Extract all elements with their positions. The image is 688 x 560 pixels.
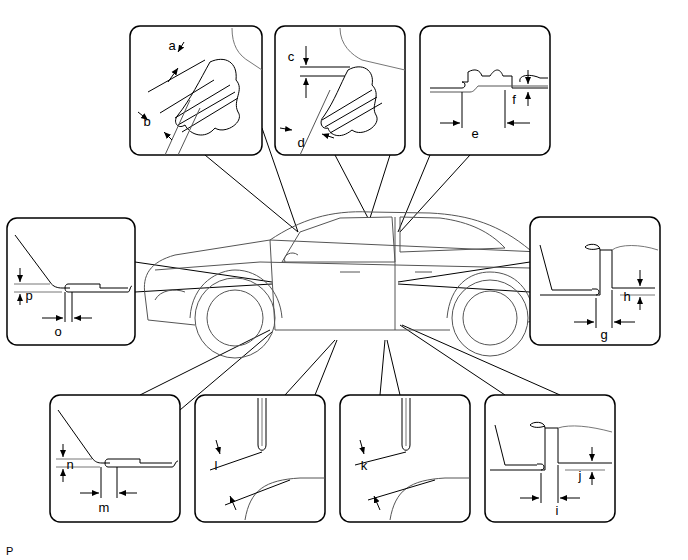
dimension-letter: g — [600, 328, 607, 342]
dimension-letter: p — [25, 289, 32, 303]
dimension-letter: e — [471, 127, 478, 141]
dimension-letter: m — [99, 501, 110, 515]
dimension-letter: d — [297, 136, 304, 150]
dimension-letter: i — [556, 504, 559, 518]
figure-code: P — [6, 544, 13, 558]
dimension-letter: a — [168, 39, 175, 53]
dimension-letter: f — [512, 93, 516, 107]
dimension-letter: c — [288, 50, 295, 64]
dimension-letter: h — [623, 290, 630, 304]
dimension-letter: o — [54, 325, 61, 339]
dimension-letter: k — [361, 459, 368, 473]
dimension-letter: b — [143, 115, 150, 129]
dimension-letter: n — [66, 458, 73, 472]
dimension-letter: j — [579, 469, 582, 483]
dimension-letter: l — [215, 459, 218, 473]
